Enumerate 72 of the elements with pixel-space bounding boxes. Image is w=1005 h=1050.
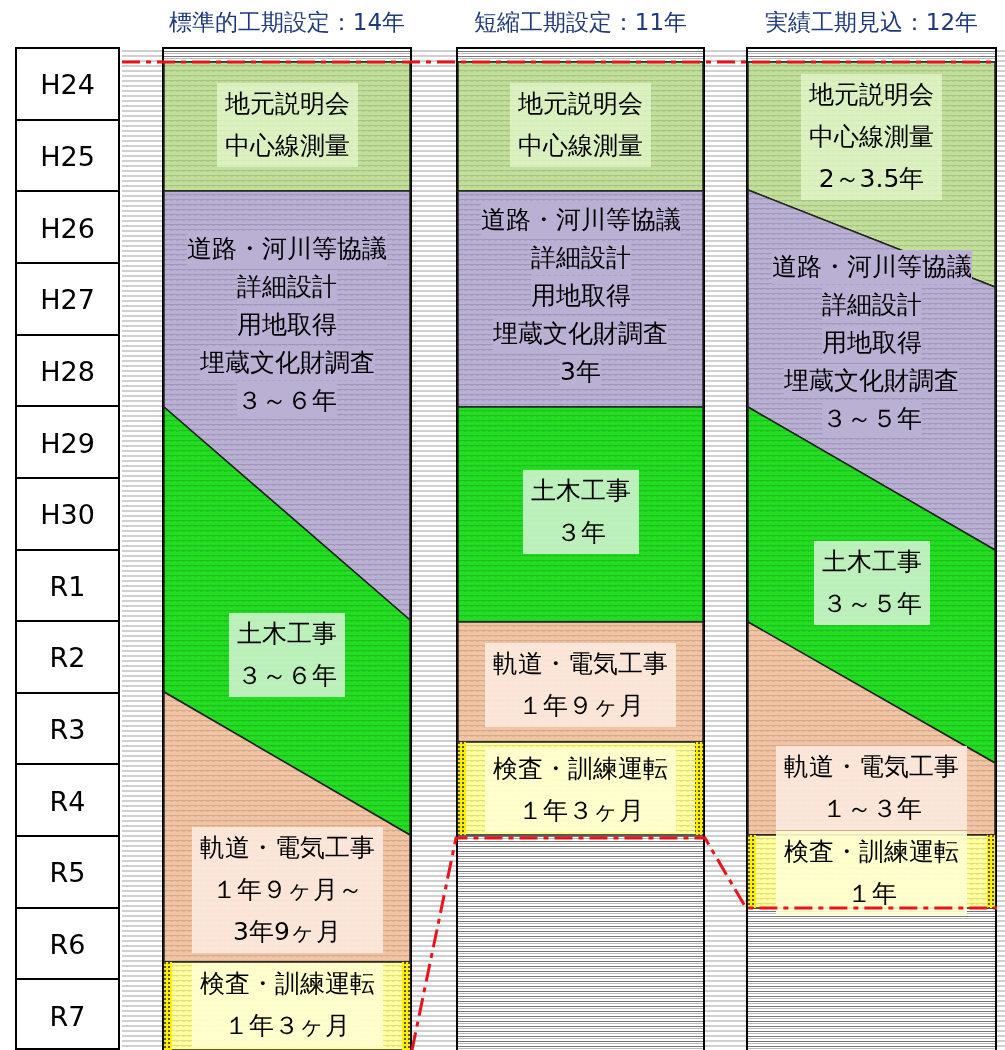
year-label: R4 — [49, 785, 86, 817]
year-cell — [15, 763, 120, 838]
phase-label: 詳細設計 — [530, 241, 631, 275]
year-label: H24 — [40, 69, 95, 101]
year-cell — [15, 405, 120, 479]
phase-label: 用地取得 — [821, 326, 922, 360]
phase-label: 詳細設計 — [237, 270, 337, 304]
phase-label: 軌道・電気工事 — [784, 751, 959, 783]
phase-label: 軌道・電気工事 — [493, 648, 668, 680]
phase-label: １年９ヶ月～ — [211, 874, 363, 906]
year-cell — [15, 190, 120, 264]
year-label: H26 — [40, 212, 95, 244]
phase-label: 用地取得 — [237, 308, 337, 342]
phase-label: 地元説明会 — [224, 88, 350, 120]
phase-label: 土木工事 — [530, 475, 631, 507]
year-cell — [15, 620, 120, 694]
year-label: R7 — [49, 1000, 86, 1032]
phase-label: 道路・河川等協議 — [187, 232, 387, 266]
phase-label: 地元説明会 — [809, 79, 934, 111]
phase-label: １～３年 — [821, 793, 922, 825]
year-label: R6 — [49, 929, 86, 960]
phase-label: 道路・河川等協議 — [771, 250, 972, 284]
year-label: H25 — [40, 140, 95, 172]
year-label: H29 — [40, 427, 95, 459]
year-cell — [15, 835, 120, 909]
year-cell — [15, 691, 120, 766]
phase-label: ３～５年 — [821, 402, 922, 436]
year-cell — [15, 476, 120, 551]
year-cell — [15, 118, 120, 193]
year-label: H30 — [40, 499, 95, 531]
year-label: R5 — [49, 857, 86, 889]
phase-label: 埋蔵文化財調査 — [784, 364, 959, 398]
phase-label: ３～６年 — [237, 384, 337, 418]
phase-label: 検査・訓練運転 — [784, 836, 959, 868]
column-heading: 標準的工期設定：14年 — [167, 8, 407, 37]
phase-label: 埋蔵文化財調査 — [199, 346, 375, 380]
phase-label: 埋蔵文化財調査 — [493, 317, 668, 351]
phase-label: 道路・河川等協議 — [480, 203, 681, 237]
phase-label: １年３ヶ月 — [224, 1010, 350, 1042]
phase-label: 土木工事 — [821, 546, 922, 578]
phase-label: 2～3.5年 — [818, 163, 925, 195]
phase-label: 3年9ヶ月 — [233, 916, 341, 948]
phase-label: ３～５年 — [821, 588, 922, 620]
year-cell — [15, 978, 120, 1050]
year-cell — [15, 47, 120, 121]
year-cell — [15, 261, 120, 336]
phase-label: １年９ヶ月 — [517, 690, 644, 722]
phase-label: 検査・訓練運転 — [493, 753, 668, 785]
phase-label: １年３ヶ月 — [517, 795, 644, 827]
phase-label: 詳細設計 — [821, 288, 922, 322]
phase-label: 3年 — [560, 355, 601, 389]
year-cell — [15, 548, 120, 623]
year-label: R3 — [49, 714, 86, 746]
year-label: R2 — [49, 642, 86, 674]
year-cell — [15, 333, 120, 408]
year-label: H27 — [40, 284, 95, 316]
year-label: H28 — [40, 355, 95, 387]
phase-label: 用地取得 — [530, 279, 631, 313]
column-heading: 実績工期見込：12年 — [763, 8, 980, 37]
phase-label: １年 — [846, 878, 897, 910]
phase-label: 中心線測量 — [809, 121, 934, 153]
phase-label: 地元説明会 — [518, 88, 643, 120]
phase-label: 中心線測量 — [518, 130, 643, 162]
phase-label: 軌道・電気工事 — [199, 832, 375, 864]
column-heading: 短縮工期設定：11年 — [472, 8, 689, 37]
phase-label: ３年 — [555, 517, 606, 549]
year-label: R1 — [49, 570, 86, 602]
phase-label: 検査・訓練運転 — [199, 968, 375, 1000]
phase-label: ３～６年 — [237, 660, 337, 692]
phase-label: 中心線測量 — [224, 130, 350, 162]
year-cell — [15, 906, 120, 981]
phase-label: 土木工事 — [237, 618, 337, 650]
